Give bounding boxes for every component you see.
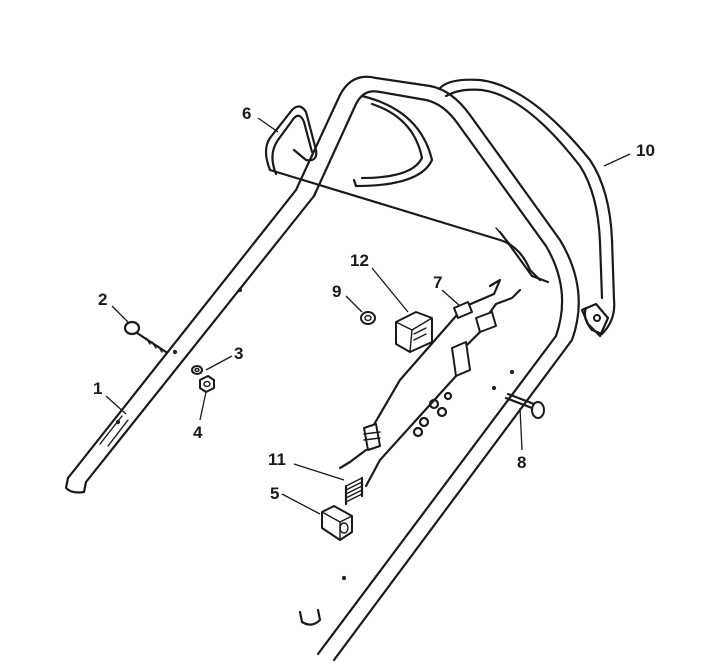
part-9-nut[interactable] [360, 311, 376, 325]
callout-4: 4 [193, 423, 203, 442]
part-4-nut[interactable] [199, 375, 215, 393]
callout-5: 5 [270, 484, 279, 503]
part-8-bolt[interactable] [504, 392, 545, 419]
callout-9: 9 [332, 282, 341, 301]
part-12-clip-block[interactable] [395, 311, 433, 353]
part-5-cable-clip[interactable] [321, 505, 353, 541]
part-3-washer[interactable] [191, 365, 203, 375]
part-10-control-bail[interactable] [438, 78, 616, 338]
part-1-left-lower-handle[interactable] [64, 188, 316, 494]
upper-handle-loop[interactable] [294, 75, 580, 662]
callout-7: 7 [433, 273, 442, 292]
callout-1: 1 [93, 379, 102, 398]
part-11-spring[interactable] [344, 476, 364, 506]
callout-10: 10 [636, 141, 655, 160]
handle-cross-bracket[interactable] [352, 94, 434, 188]
callout-8: 8 [517, 453, 526, 472]
part-6-cable-guide[interactable] [264, 105, 542, 282]
part-2-eye-bolt[interactable] [123, 320, 168, 354]
leader-lines [105, 117, 631, 515]
callout-6: 6 [242, 104, 251, 123]
part-7-cables[interactable] [338, 278, 522, 488]
callout-12: 12 [350, 251, 369, 270]
callout-labels: 1 2 3 4 5 6 7 8 9 10 11 12 [93, 104, 655, 503]
callout-2: 2 [98, 290, 107, 309]
callout-3: 3 [234, 344, 243, 363]
callout-11: 11 [268, 450, 286, 469]
